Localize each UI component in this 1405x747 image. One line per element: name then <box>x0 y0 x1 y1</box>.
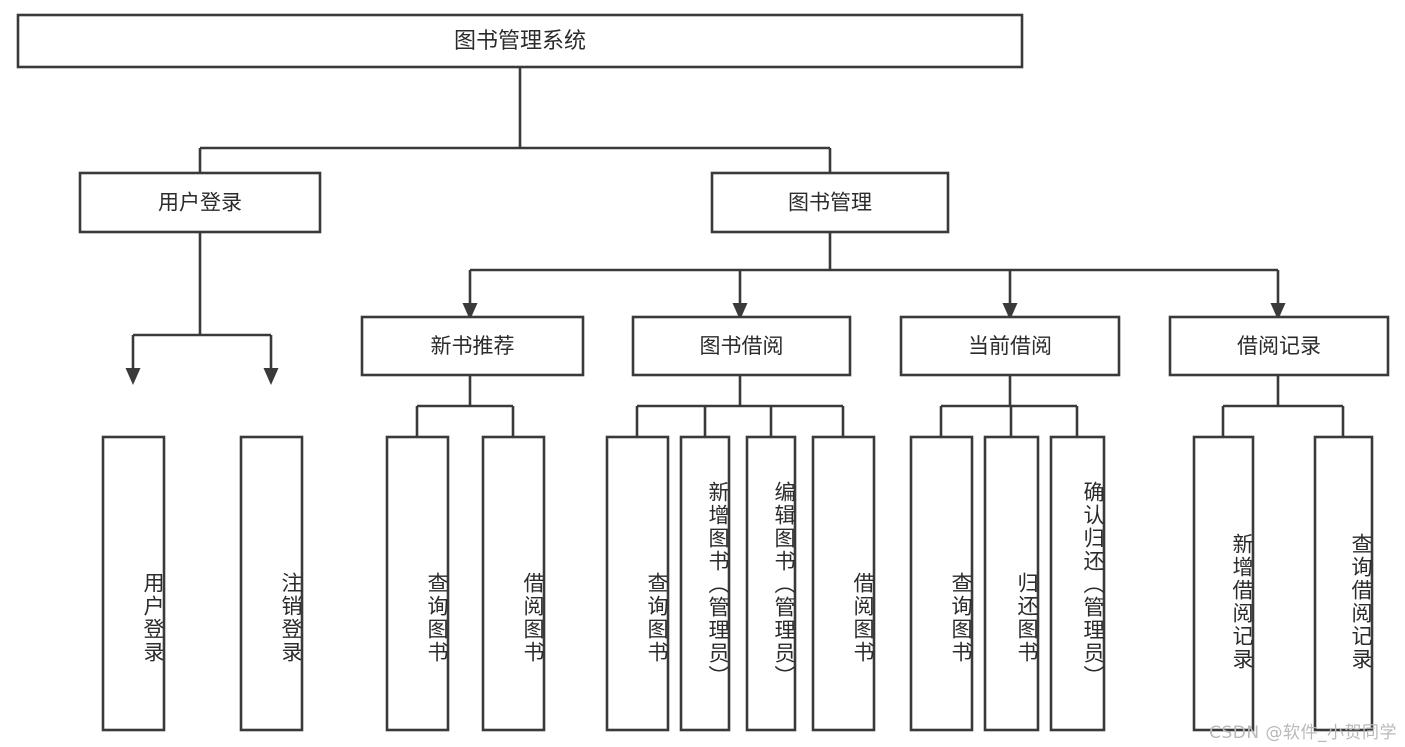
node-box <box>239 435 304 732</box>
connector-bookmanage-to-level2 <box>470 232 1278 272</box>
node-box <box>1049 435 1106 732</box>
node-leaf-borrow-book[interactable] <box>811 435 876 732</box>
connector-bookborrow-to-leaves <box>637 375 843 408</box>
arrow-head-icon <box>1002 303 1018 320</box>
node-label: 图书借阅 <box>700 334 784 358</box>
node-box <box>16 13 1024 69</box>
node-leaf-add-book[interactable] <box>679 435 731 732</box>
connector-newbookrec-to-leaves <box>417 375 513 408</box>
node-borrow-record[interactable]: 借阅记录 <box>1168 315 1390 377</box>
node-box <box>1192 435 1255 732</box>
node-label: 用户登录 <box>158 191 242 215</box>
arrow-head-icon <box>263 368 279 385</box>
node-label: 借阅记录 <box>1237 334 1321 358</box>
node-box <box>101 435 166 732</box>
node-leaf-edit-book[interactable] <box>745 435 797 732</box>
connector-root-to-level1 <box>200 67 830 150</box>
node-leaf-confirm-return[interactable] <box>1049 435 1106 732</box>
node-box <box>1313 435 1374 732</box>
node-box <box>745 435 797 732</box>
connector-userlogin-to-leaves <box>133 232 271 337</box>
node-box <box>811 435 876 732</box>
node-box <box>1168 315 1390 377</box>
node-leaf-query-book-cur[interactable] <box>909 435 974 732</box>
node-leaf-query-book-borrow[interactable] <box>605 435 670 732</box>
arrow-head-icon <box>732 303 748 320</box>
node-current-borrow[interactable]: 当前借阅 <box>899 315 1121 377</box>
node-box <box>899 315 1121 377</box>
node-box <box>679 435 731 732</box>
node-box <box>983 435 1040 732</box>
node-box <box>385 435 450 732</box>
node-box <box>710 171 950 234</box>
node-leaf-logout[interactable] <box>239 435 304 732</box>
node-user-login[interactable]: 用户登录 <box>78 171 322 234</box>
node-label: 图书管理系统 <box>454 29 586 54</box>
node-label: 新书推荐 <box>431 334 515 358</box>
node-leaf-query-book-rec[interactable] <box>385 435 450 732</box>
arrow-head-icon <box>462 303 478 320</box>
node-box <box>360 315 585 377</box>
node-new-book-rec[interactable]: 新书推荐 <box>360 315 585 377</box>
node-leaf-user-login[interactable] <box>101 435 166 732</box>
node-box <box>909 435 974 732</box>
connector-currentborrow-to-leaves <box>941 375 1077 408</box>
watermark-text: CSDN @软件_小贺同学 <box>1209 723 1397 743</box>
node-leaf-query-record[interactable] <box>1313 435 1374 732</box>
node-book-borrow[interactable]: 图书借阅 <box>631 315 852 377</box>
node-box <box>78 171 322 234</box>
arrow-head-icon <box>125 368 141 385</box>
node-label: 图书管理 <box>788 191 872 215</box>
node-box <box>481 435 546 732</box>
node-leaf-borrow-book-rec[interactable] <box>481 435 546 732</box>
node-book-manage[interactable]: 图书管理 <box>710 171 950 234</box>
node-root-book-management-system[interactable]: 图书管理系统 <box>16 13 1024 69</box>
node-box <box>631 315 852 377</box>
arrow-head-icon <box>1270 303 1286 320</box>
node-label: 当前借阅 <box>968 334 1052 358</box>
node-leaf-return-book[interactable] <box>983 435 1040 732</box>
node-leaf-add-record[interactable] <box>1192 435 1255 732</box>
connector-borrowrecord-to-leaves <box>1223 375 1343 408</box>
node-box <box>605 435 670 732</box>
